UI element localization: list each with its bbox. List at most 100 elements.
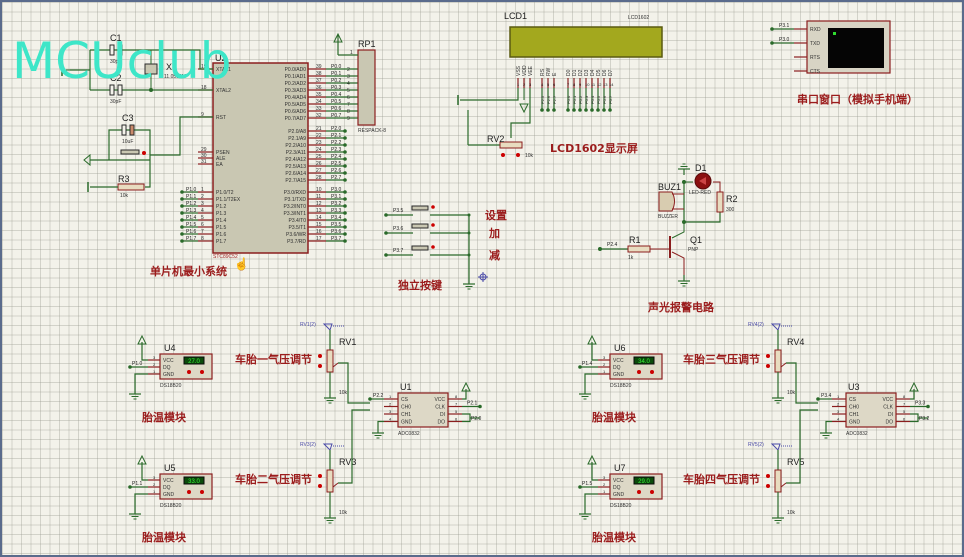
net-terminal[interactable] <box>343 171 347 175</box>
net-terminal[interactable] <box>343 197 347 201</box>
pot-wiper <box>332 482 339 488</box>
pot-down-button[interactable] <box>318 484 322 488</box>
net-terminal[interactable] <box>343 190 347 194</box>
q1-part: PNP <box>688 247 699 253</box>
push-button[interactable] <box>411 205 429 211</box>
sensor-down-button[interactable] <box>187 370 191 374</box>
terminal-screen[interactable] <box>828 28 884 68</box>
net-terminal[interactable] <box>343 218 347 222</box>
net-terminal[interactable] <box>180 211 184 215</box>
net-terminal[interactable] <box>128 365 132 369</box>
net-terminal[interactable] <box>180 197 184 201</box>
lcd-block[interactable]: LCD1 LCD1602 VSS1VDD2VEE3RS4P2.5RW5P2.6E… <box>457 11 663 159</box>
net-terminal[interactable] <box>578 485 582 489</box>
net-terminal[interactable] <box>546 108 550 112</box>
net-label: P3.4 <box>331 215 342 221</box>
pot-up-button[interactable] <box>766 354 770 358</box>
pot-up-button[interactable] <box>318 474 322 478</box>
push-button[interactable] <box>411 245 429 251</box>
pot-down-button[interactable] <box>318 364 322 368</box>
sensor-up-button[interactable] <box>650 370 654 374</box>
pot-down-button[interactable] <box>766 484 770 488</box>
net-terminal[interactable] <box>180 218 184 222</box>
net-terminal[interactable] <box>180 239 184 243</box>
net-terminal[interactable] <box>566 108 570 112</box>
pot-down-button[interactable] <box>766 364 770 368</box>
net-terminal[interactable] <box>180 225 184 229</box>
sensor-up-button[interactable] <box>200 490 204 494</box>
net-terminal[interactable] <box>368 397 372 401</box>
net-terminal[interactable] <box>926 404 930 409</box>
mcu-body[interactable] <box>212 62 309 254</box>
pot-up-button[interactable] <box>318 354 322 358</box>
net-terminal[interactable] <box>343 136 347 140</box>
push-button[interactable] <box>411 223 429 229</box>
sensor-up-button[interactable] <box>650 490 654 494</box>
net-terminal[interactable] <box>578 108 582 112</box>
net-terminal[interactable] <box>608 108 612 112</box>
net-terminal[interactable] <box>770 27 774 31</box>
sensor-up-button[interactable] <box>200 370 204 374</box>
net-terminal[interactable] <box>180 232 184 236</box>
reset-button[interactable] <box>120 149 140 155</box>
net-terminal[interactable] <box>343 211 347 215</box>
net-terminal[interactable] <box>343 225 347 229</box>
sensor-down-button[interactable] <box>187 490 191 494</box>
adc-pin-name: VCC <box>882 397 893 403</box>
mcu-pin-name: P1.6 <box>216 232 227 238</box>
mcu-pin-name: P0.5/AD5 <box>285 102 307 108</box>
sensor-down-button[interactable] <box>637 490 641 494</box>
sensor-down-button[interactable] <box>637 370 641 374</box>
net-terminal[interactable] <box>343 204 347 208</box>
net-terminal[interactable] <box>343 129 347 133</box>
net-terminal[interactable] <box>128 485 132 489</box>
sensor-pin-number: 1 <box>153 489 156 494</box>
ground-icon <box>323 511 337 524</box>
net-terminal[interactable] <box>343 150 347 154</box>
hand-cursor-icon: ☝ <box>234 256 249 271</box>
sensor-pin-number: 1 <box>153 369 156 374</box>
net-terminal[interactable] <box>343 239 347 243</box>
net-terminal[interactable] <box>343 164 347 168</box>
mcu-pin-number: 37 <box>316 78 322 84</box>
net-label: P2.7 <box>552 95 557 104</box>
net-terminal[interactable] <box>540 108 544 112</box>
adc-u1[interactable]: U1ADC08321CS2CH03CH14GND8VCC7CLK5DI6DOP2… <box>368 381 482 439</box>
net-terminal[interactable] <box>552 108 556 112</box>
pot-up-button[interactable] <box>766 474 770 478</box>
net-terminal[interactable] <box>572 108 576 112</box>
mcu-pin-name: P1.4 <box>216 218 227 224</box>
net-terminal[interactable] <box>180 204 184 208</box>
adc-u3[interactable]: U3ADC08321CS2CH03CH14GND8VCC7CLK5DI6DOP3… <box>816 381 930 439</box>
net-label: P1.5 <box>186 222 197 228</box>
net-terminal[interactable] <box>590 108 594 112</box>
net-terminal[interactable] <box>180 190 184 194</box>
lcd-ref: LCD1 <box>504 11 527 21</box>
net-terminal[interactable] <box>343 143 347 147</box>
net-terminal[interactable] <box>343 178 347 182</box>
net-terminal[interactable] <box>343 157 347 161</box>
net-terminal[interactable] <box>596 108 600 112</box>
net-terminal[interactable] <box>578 365 582 369</box>
net-label: P0.1 <box>331 71 342 77</box>
net-terminal[interactable] <box>343 232 347 236</box>
adc-pin-name: CH0 <box>401 405 411 411</box>
net-terminal[interactable] <box>770 41 774 45</box>
sensor-section-label: 胎温模块 <box>591 530 637 544</box>
net-terminal[interactable] <box>584 108 588 112</box>
net-terminal[interactable] <box>816 397 820 401</box>
respack[interactable]: RP1 RESPACK-8 1 <box>333 32 386 134</box>
net-terminal[interactable] <box>602 108 606 112</box>
net-terminal[interactable] <box>478 404 482 409</box>
